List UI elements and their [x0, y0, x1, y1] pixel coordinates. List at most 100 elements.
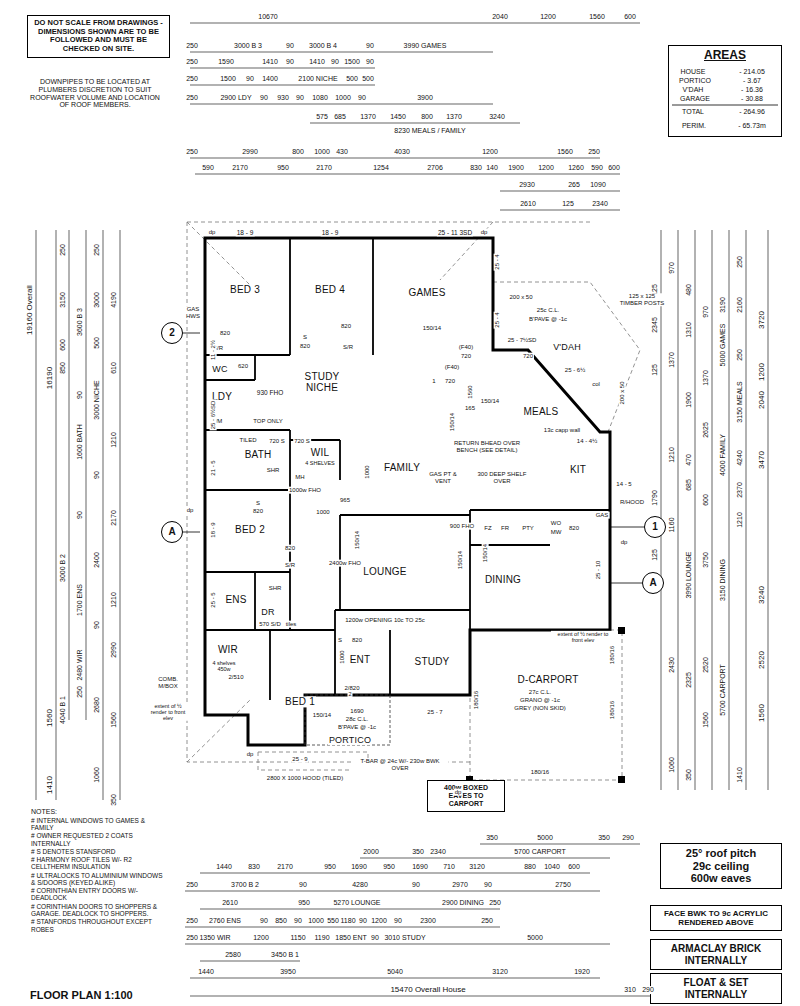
note-box: DO NOT SCALE FROM DRAWINGS - DIMENSIONS …: [27, 15, 170, 58]
dimension-text: 1500: [219, 75, 237, 83]
dimension-text: 2930: [518, 181, 536, 189]
plan-label: TILED: [238, 437, 257, 444]
plan-label: KIT: [569, 464, 587, 475]
plan-label: 200 x 50: [508, 294, 533, 301]
dimension-text: 16190: [46, 366, 55, 390]
dimension-text: 2170: [315, 164, 333, 172]
plan-label: WC: [211, 364, 228, 374]
note-box: FLOAT & SET INTERNALLY: [650, 973, 782, 1004]
dimension-text: 820: [299, 343, 311, 350]
dimension-text: - 16.36: [740, 86, 764, 94]
plan-label: FR: [500, 525, 510, 532]
dimension-text: 2300: [419, 917, 437, 925]
dimension-text: 250: [185, 94, 199, 102]
plan-label: S/R: [284, 562, 296, 569]
dimension-text: 1560: [702, 711, 710, 729]
plan-label: GREY (NON SKID): [513, 705, 567, 712]
dimension-text: 600: [607, 164, 621, 172]
dimension-text: 250: [587, 148, 601, 156]
plan-label: 13c capp wall: [543, 427, 581, 434]
dimension-text: 1000: [307, 917, 325, 925]
dimension-text: 5000: [536, 834, 554, 842]
dimension-text: 2040: [491, 13, 509, 21]
dimension-text: 180/16: [609, 700, 616, 720]
dimension-text: 1900: [507, 164, 525, 172]
plan-label: 2900 LDY: [219, 94, 252, 102]
dimension-text: 3150 DINING: [719, 558, 727, 602]
dimension-text: - 30.88: [740, 95, 764, 103]
plan-label: PORTICO: [678, 77, 712, 85]
plan-label: tiles: [285, 621, 298, 628]
dimension-text: 250: [76, 685, 84, 699]
dimension-text: 10670: [257, 13, 278, 21]
dimension-text: 19160 Overall: [26, 284, 35, 336]
box-text: AREAS: [673, 49, 777, 63]
dimension-text: 950: [323, 863, 337, 871]
dimension-text: 1600 BATH: [76, 423, 84, 461]
box-text: FACE BWK TO 9c ACRYLIC RENDERED ABOVE: [655, 909, 777, 927]
dimension-text: 90: [259, 94, 269, 102]
note-box: 25° roof pitch 29c ceiling 600w eaves: [660, 843, 782, 889]
plan-label: 1350 WIR: [198, 934, 231, 942]
plan-label: extent of ½ render to front elev: [146, 703, 190, 721]
dimension-text: 25 - 4: [494, 253, 501, 270]
dimension-text: 590: [201, 164, 215, 172]
dimension-text: 480: [685, 283, 693, 297]
dimension-text: 1080: [311, 94, 329, 102]
dimension-text: 180/16: [473, 690, 480, 710]
dimension-text: 1090: [589, 181, 607, 189]
dimension-text: 90: [365, 42, 375, 50]
dimension-text: 11 - 2½: [210, 339, 217, 361]
dimension-text: 2340: [591, 200, 609, 208]
dimension-text: 820: [252, 508, 264, 515]
plan-label: WIR: [217, 644, 239, 655]
dimension-text: 1: [431, 378, 436, 385]
dimension-text: 2520: [758, 650, 767, 670]
dimension-text: 1150: [289, 934, 306, 942]
dimension-text: 125: [651, 548, 659, 562]
dimension-text: 1200: [758, 362, 767, 382]
dimension-text: 4190: [110, 291, 118, 309]
dimension-text: 1560: [46, 708, 55, 728]
section-marker: 1: [644, 516, 666, 538]
plan-label: T-BAR @ 24c W/- 230w BWK OVER: [352, 758, 449, 771]
plan-label: 300 DEEP SHELF OVER: [475, 471, 529, 484]
dimension-text: 1370: [668, 351, 676, 369]
plan-label: FAMILY: [383, 462, 421, 473]
dimension-text: 25 - 5: [210, 591, 217, 608]
dimension-text: 820: [340, 323, 352, 330]
plan-label: V'DAH: [552, 342, 582, 352]
dimension-text: 685: [685, 478, 693, 492]
dimension-text: 290: [621, 834, 635, 842]
dimension-text: 880: [523, 863, 537, 871]
dimension-text: 3120: [468, 863, 486, 871]
dimension-text: 4030: [393, 148, 411, 156]
plan-label: DOWNPIPES TO BE LOCATED AT PLUMBERS DISC…: [27, 78, 164, 109]
dimension-text: 250: [59, 243, 67, 257]
section-marker: A: [642, 572, 664, 594]
dimension-text: 90: [298, 881, 308, 889]
dimension-text: 1040: [543, 863, 561, 871]
dimension-text: 1790: [651, 489, 659, 507]
dimension-text: 590: [590, 164, 604, 172]
dimension-text: 820: [351, 637, 363, 644]
dimension-text: 3990 LOUNGE: [685, 550, 693, 599]
dimension-text: 1200: [370, 917, 388, 925]
dimension-text: 1410: [308, 58, 326, 66]
plan-label: 25 - 6½: [564, 367, 586, 374]
dimension-text: 1500: [343, 58, 361, 66]
dimension-text: 2170: [276, 863, 294, 871]
dimension-text: 950: [382, 863, 396, 871]
dimension-text: 1700 ENS: [76, 583, 84, 617]
dimension-text: 4000 FAMILY: [719, 433, 727, 477]
plan-label: S/R: [342, 344, 354, 351]
dimension-text: 2990: [241, 148, 259, 156]
dimension-text: 90: [411, 881, 421, 889]
note-box: FACE BWK TO 9c ACRYLIC RENDERED ABOVE: [650, 905, 782, 931]
dimension-text: 620: [237, 363, 249, 370]
dimension-text: 350: [597, 834, 611, 842]
dimension-text: 250: [736, 255, 744, 269]
dimension-text: 180/16: [530, 769, 550, 776]
dimension-text: 600: [623, 13, 637, 21]
dimension-text: 500: [345, 75, 359, 83]
